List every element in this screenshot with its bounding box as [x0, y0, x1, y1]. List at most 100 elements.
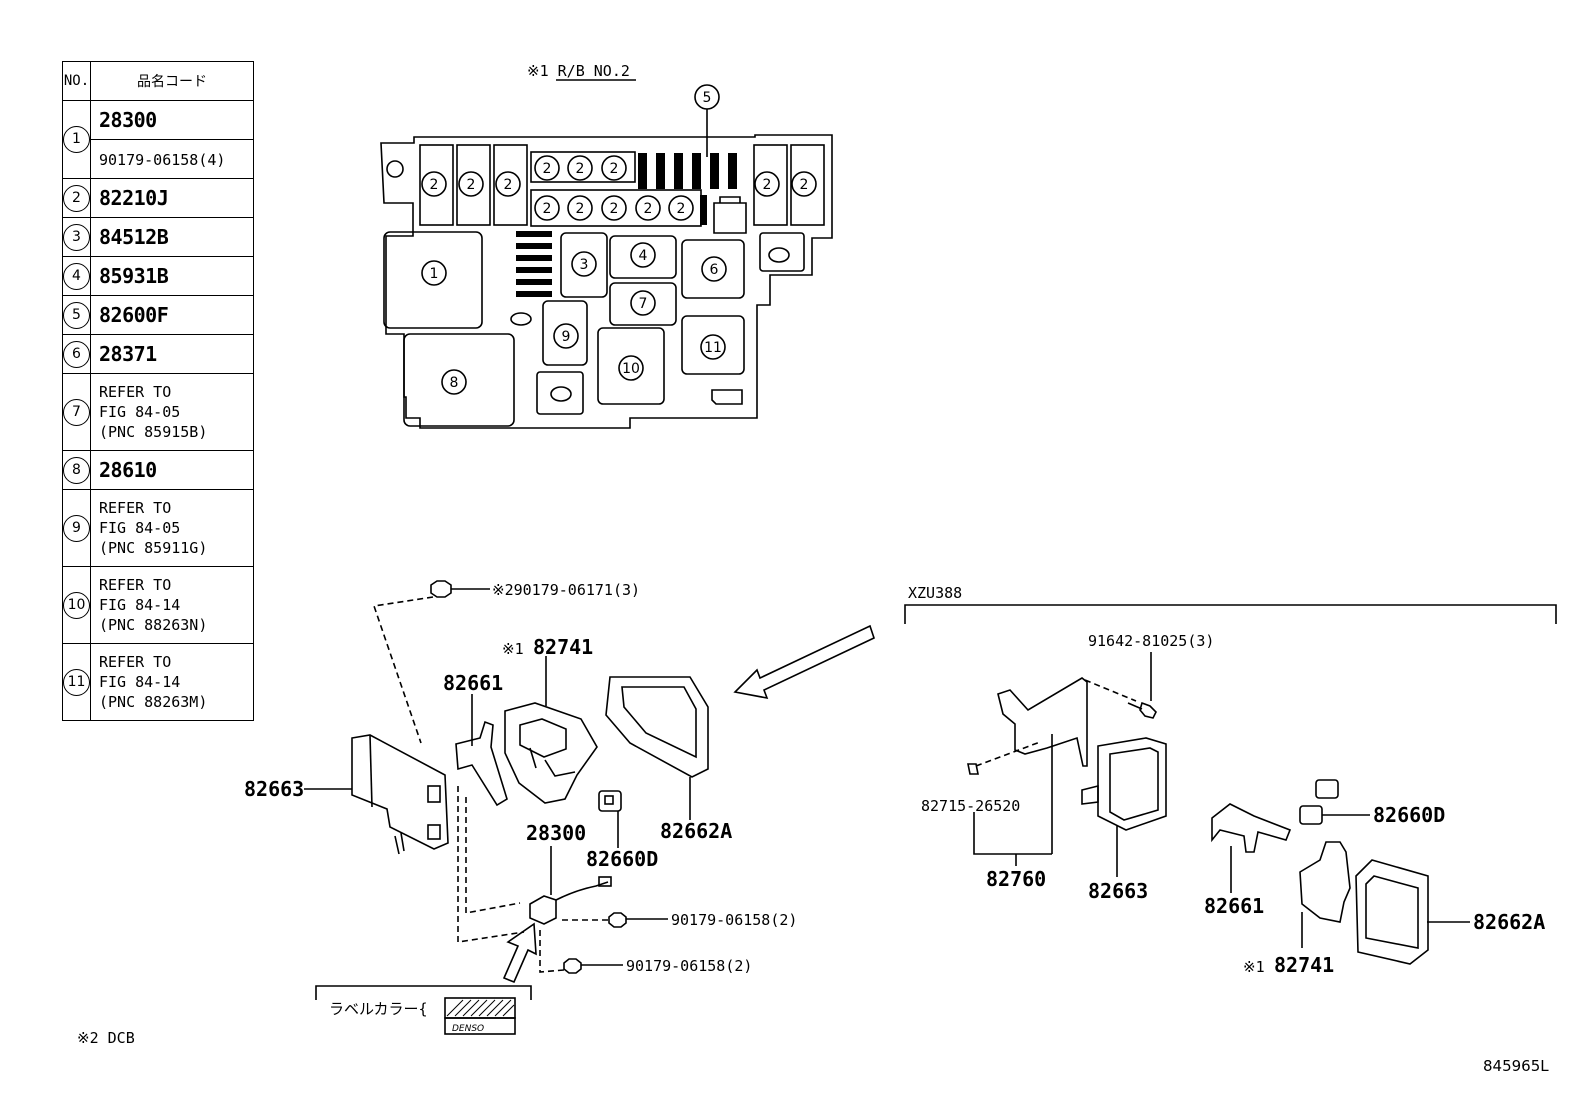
housing-inner: [1109, 747, 1159, 821]
mount-boss: [759, 232, 805, 272]
bracket-82661: [455, 720, 508, 807]
position-number: 2: [576, 201, 585, 217]
relay-block-detail: [519, 718, 567, 758]
part-code: 82210J: [99, 186, 169, 210]
position-number: 2: [543, 201, 552, 217]
relay-block-82741: [1299, 841, 1351, 923]
table-row: 6 28371: [62, 334, 254, 374]
part-label-82660D: 82660D: [586, 847, 658, 871]
position-number: 3: [580, 257, 589, 273]
part-code: 85931B: [99, 264, 169, 288]
position-number: 2: [644, 201, 653, 217]
part-label-82661: 82661: [1204, 894, 1264, 918]
row-number: 6: [63, 340, 90, 368]
xzu-view: XZU388 91642-81025(3) 82760 82715-26520 …: [904, 584, 1557, 977]
position-number: 6: [710, 262, 719, 278]
part-reference: REFER TO FIG 84-14 (PNC 88263M): [99, 653, 208, 711]
part-label-82660D: 82660D: [1373, 803, 1445, 827]
row-number: 4: [63, 262, 90, 290]
part-label-82741: 82741: [1274, 953, 1334, 977]
row-number: 2: [63, 184, 90, 212]
table-row: 10 REFER TO FIG 84-14 (PNC 88263N): [62, 566, 254, 644]
label-color-text: ラベルカラー{: [329, 1000, 428, 1018]
position-number: 2: [430, 177, 439, 193]
bracket-tab: [394, 832, 405, 855]
position-number: 2: [543, 161, 552, 177]
mark-note: ※1: [502, 640, 524, 658]
bolt-label: 91642-81025(3): [1088, 632, 1214, 650]
row-number: 3: [63, 223, 90, 251]
dashed-guide: [372, 596, 434, 744]
table-row: 7 REFER TO FIG 84-05 (PNC 85915B): [62, 373, 254, 451]
mark-note: ※1: [1243, 958, 1265, 976]
part-label-82663: 82663: [244, 777, 304, 801]
relay-4: [609, 235, 677, 279]
relay-82660D-pin: [604, 795, 614, 805]
clip-label: 82715-26520: [921, 797, 1020, 815]
position-number: 10: [622, 361, 640, 377]
part-code: 28300: [99, 108, 157, 132]
part-reference: REFER TO FIG 84-14 (PNC 88263N): [99, 576, 208, 634]
connector-clip: [711, 389, 743, 405]
relay-82660D: [1315, 779, 1339, 799]
nut-label: 90179-06158(2): [626, 957, 752, 975]
fuse-holder-wire: [555, 881, 609, 901]
bracket-slot: [427, 785, 441, 803]
exploded-view: ※290179-06171(3) 82663 82661 ※1 82741 82…: [244, 580, 875, 1035]
footnote: ※2 DCB: [77, 1029, 135, 1047]
dashed-guide: [975, 741, 1041, 767]
bracket-edge: [369, 734, 373, 808]
label-swatch: [444, 1017, 516, 1035]
relay-block: ※1 R/B NO.2: [380, 62, 833, 429]
header-no: NO.: [62, 61, 91, 101]
relay-82660D: [598, 790, 622, 812]
legend-bracket: [315, 985, 532, 1000]
dashed-guide: [465, 797, 521, 914]
mount-boss: [536, 371, 584, 415]
part-code: 28371: [99, 342, 157, 366]
dashed-guide: [1084, 679, 1137, 702]
position-markers: 1 2 2 2 2 2 2 2 2 2 2 2 2 2 3: [421, 84, 817, 395]
part-code: 82600F: [99, 303, 169, 327]
swatch-hatching: [446, 999, 515, 1017]
position-number: 2: [504, 177, 513, 193]
position-number: 2: [677, 201, 686, 217]
position-number: 9: [562, 329, 571, 345]
bolt-icon: [1127, 701, 1157, 719]
mount-hole: [550, 386, 572, 402]
position-number: 2: [610, 201, 619, 217]
table-header: NO. 品名コード: [62, 61, 254, 101]
relay-11: [681, 315, 745, 375]
position-number: 7: [639, 296, 648, 312]
row-number: 11: [63, 668, 90, 696]
relay-8: [403, 333, 515, 427]
part-label-82662A: 82662A: [1473, 910, 1545, 934]
figure-code: 845965L: [1483, 1057, 1549, 1075]
table-row: 5 82600F: [62, 295, 254, 335]
relay-block-outline: [380, 134, 833, 429]
cover-inner: [1365, 875, 1419, 949]
denso-text: DENSO: [452, 1024, 484, 1034]
dashed-guide: [457, 786, 525, 943]
relay-1: [383, 231, 483, 329]
blank-fuse-slots: [516, 153, 737, 297]
part-label-28300: 28300: [526, 821, 586, 845]
mount-hole: [510, 312, 532, 326]
bracket-82663: [351, 734, 449, 850]
position-number: 5: [703, 90, 712, 106]
housing-tab: [1081, 784, 1099, 805]
part-label-82741: 82741: [533, 635, 593, 659]
row-number: 9: [63, 514, 90, 542]
relay-82660D: [1299, 805, 1323, 825]
direction-arrow-icon: [502, 922, 537, 984]
cover-82662A: [605, 676, 709, 778]
relay-10: [597, 327, 665, 405]
part-reference: REFER TO FIG 84-05 (PNC 85915B): [99, 383, 208, 441]
position-number: 2: [467, 177, 476, 193]
fuse-slot: [419, 144, 454, 226]
part-code: 84512B: [99, 225, 169, 249]
clip-icon: [967, 763, 979, 775]
bolt-label: ※290179-06171(3): [492, 581, 640, 599]
nut-icon: [608, 912, 627, 928]
